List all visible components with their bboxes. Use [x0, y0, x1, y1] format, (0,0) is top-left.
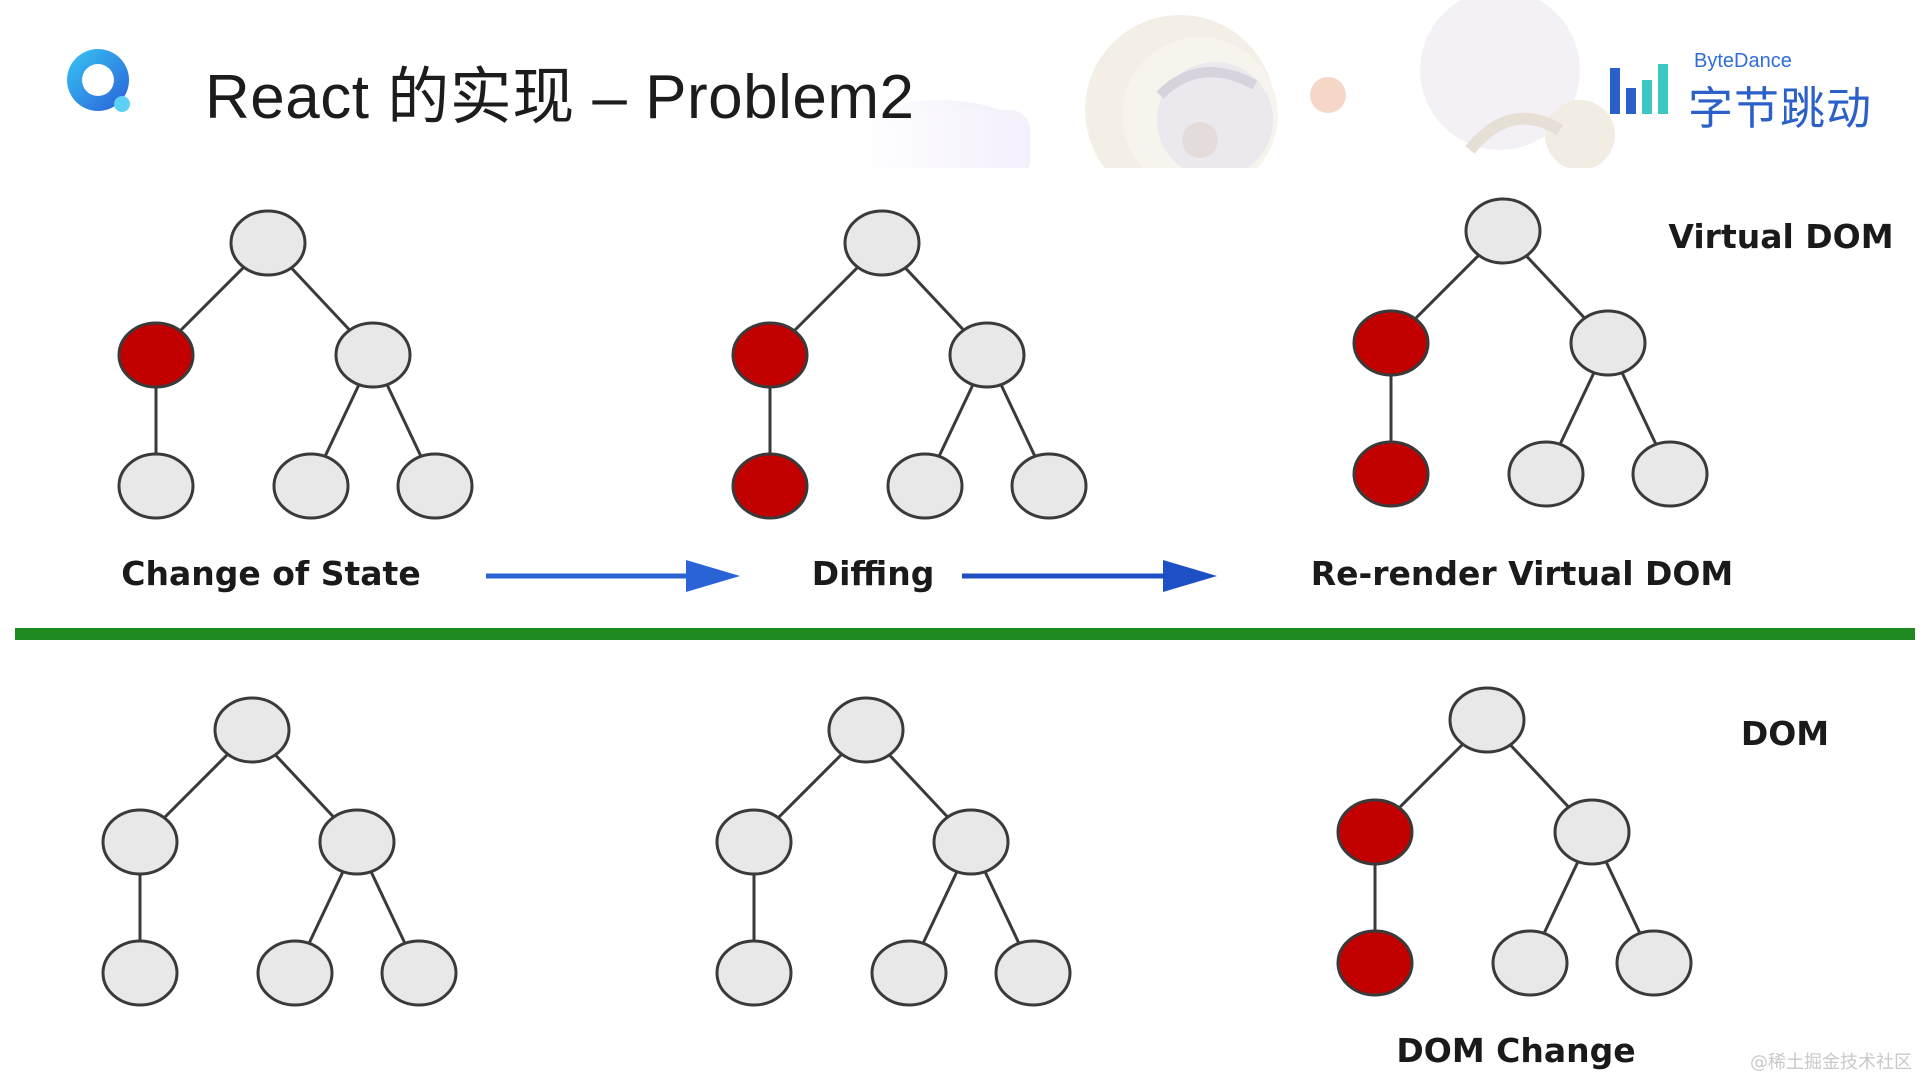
- section-divider: [15, 628, 1915, 640]
- tree-node-changed: [1352, 309, 1430, 377]
- tree-node: [318, 808, 396, 876]
- watermark: @稀土掘金技术社区: [1750, 1052, 1912, 1073]
- tree-virtual-stage-1: [117, 209, 474, 520]
- tree-node: [1553, 798, 1631, 866]
- caption-diffing: Diffing: [812, 554, 935, 593]
- tree-node-changed: [1352, 440, 1430, 508]
- tree-node: [256, 939, 334, 1007]
- label-dom: DOM: [1741, 714, 1829, 753]
- bytedance-bars-icon: [1610, 64, 1668, 114]
- tree-node: [994, 939, 1072, 1007]
- tree-node: [886, 452, 964, 520]
- tree-virtual-stage-2: [731, 209, 1088, 520]
- label-virtual-dom: Virtual DOM: [1668, 217, 1893, 256]
- tree-node: [117, 452, 195, 520]
- tree-node: [229, 209, 307, 277]
- tree-node: [1631, 440, 1709, 508]
- tree-node: [101, 939, 179, 1007]
- tree-node: [380, 939, 458, 1007]
- tree-group: [101, 197, 1709, 1007]
- bytedance-logo: ByteDance 字节跳动: [1608, 50, 1883, 135]
- tree-dom-stage-2: [715, 696, 1072, 1007]
- tree-node-changed: [1336, 929, 1414, 997]
- tree-node: [870, 939, 948, 1007]
- caption-dom-change: DOM Change: [1396, 1031, 1635, 1070]
- tree-node-changed: [731, 321, 809, 389]
- tree-node: [843, 209, 921, 277]
- tree-node: [272, 452, 350, 520]
- tree-node-changed: [731, 452, 809, 520]
- tree-node: [1569, 309, 1647, 377]
- tree-virtual-stage-3: [1352, 197, 1709, 508]
- arrow-diffing-to-rerender: [962, 560, 1217, 592]
- tree-node: [948, 321, 1026, 389]
- tree-node: [396, 452, 474, 520]
- app-logo-icon: [67, 49, 130, 112]
- caption-rerender-virtual-dom: Re-render Virtual DOM: [1311, 554, 1734, 593]
- slide-title: React 的实现 – Problem2: [205, 63, 915, 132]
- tree-node: [715, 939, 793, 1007]
- tree-node: [1448, 686, 1526, 754]
- tree-node-changed: [117, 321, 195, 389]
- tree-node: [334, 321, 412, 389]
- tree-node: [827, 696, 905, 764]
- tree-node: [1507, 440, 1585, 508]
- tree-node: [101, 808, 179, 876]
- brand-name-en: ByteDance: [1694, 50, 1792, 72]
- tree-node: [715, 808, 793, 876]
- tree-node: [213, 696, 291, 764]
- brand-name-cn: 字节跳动: [1688, 82, 1873, 135]
- tree-node: [1010, 452, 1088, 520]
- caption-change-of-state: Change of State: [121, 554, 420, 593]
- arrow-state-to-diffing: [486, 560, 740, 592]
- tree-node: [1491, 929, 1569, 997]
- tree-node-changed: [1336, 798, 1414, 866]
- tree-node: [1615, 929, 1693, 997]
- tree-node: [932, 808, 1010, 876]
- tree-dom-stage-3: [1336, 686, 1693, 997]
- tree-node: [1464, 197, 1542, 265]
- tree-dom-stage-1: [101, 696, 458, 1007]
